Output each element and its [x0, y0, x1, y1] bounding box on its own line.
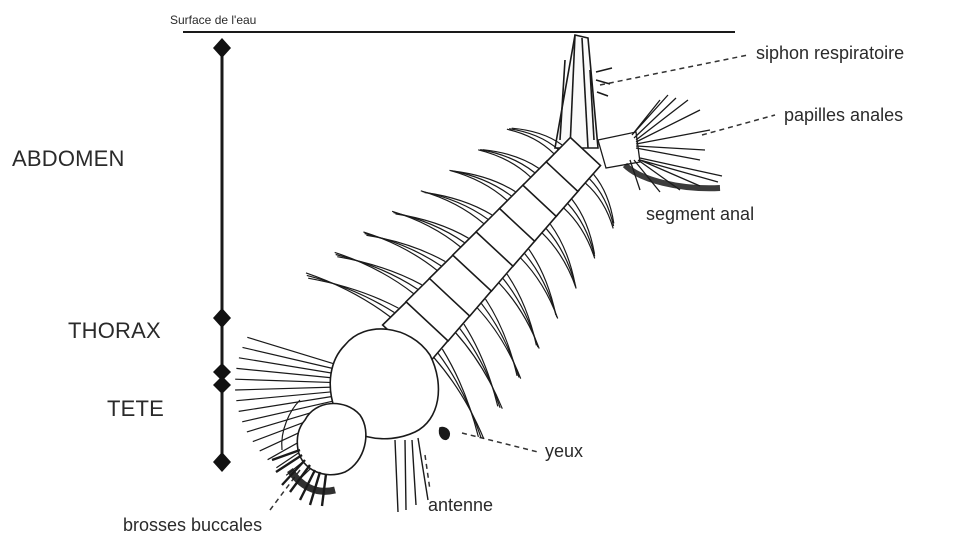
anal-papillae-label: papilles anales: [784, 106, 903, 124]
leader-siphon: [600, 55, 748, 85]
bristle: [507, 274, 536, 345]
antenna: [395, 438, 428, 512]
water-surface-label: Surface de l'eau: [170, 14, 256, 26]
bristle: [542, 233, 576, 288]
marker-thorax-diamond: [213, 308, 231, 328]
bristle: [422, 192, 487, 220]
bristle: [306, 273, 390, 317]
thorax-bristle: [235, 387, 337, 390]
thorax-bristle: [236, 368, 337, 378]
thorax-head: [297, 329, 449, 475]
bristle: [486, 299, 518, 376]
bristle: [421, 191, 484, 224]
bristle: [337, 257, 422, 285]
bristle: [451, 171, 511, 196]
bristle: [499, 283, 539, 349]
marker-bottom-diamond: [213, 452, 231, 472]
leader-eyes: [462, 433, 538, 452]
bristle: [546, 229, 576, 287]
marker-top-diamond: [213, 38, 231, 58]
antenna-label: antenne: [428, 496, 493, 514]
respiratory-siphon-label: siphon respiratoire: [756, 44, 904, 62]
bristle: [434, 358, 484, 439]
bristle: [450, 170, 508, 200]
bristle: [365, 234, 442, 266]
eyes-label: yeux: [545, 442, 583, 460]
bristle: [336, 255, 418, 290]
head-label: TETE: [107, 398, 164, 420]
thorax-bristle: [236, 391, 337, 400]
anal-segment: [598, 95, 722, 192]
mouth-brushes-label: brosses buccales: [123, 516, 262, 534]
bristle: [503, 279, 538, 348]
leader-papillae: [702, 115, 775, 135]
thorax-bristle: [235, 379, 337, 383]
bristle: [481, 304, 519, 378]
abdomen-label: ABDOMEN: [12, 148, 125, 170]
bristle: [396, 214, 469, 238]
anal-segment-label: segment anal: [646, 205, 754, 223]
bristle: [525, 254, 557, 317]
eye-mark: [440, 428, 450, 440]
bristle: [394, 213, 465, 243]
siphon: [555, 35, 612, 148]
bristle: [366, 235, 445, 261]
thorax-label: THORAX: [68, 320, 161, 342]
bristle: [464, 324, 498, 406]
bristle: [363, 232, 437, 270]
marker-head-diamond: [213, 376, 231, 394]
